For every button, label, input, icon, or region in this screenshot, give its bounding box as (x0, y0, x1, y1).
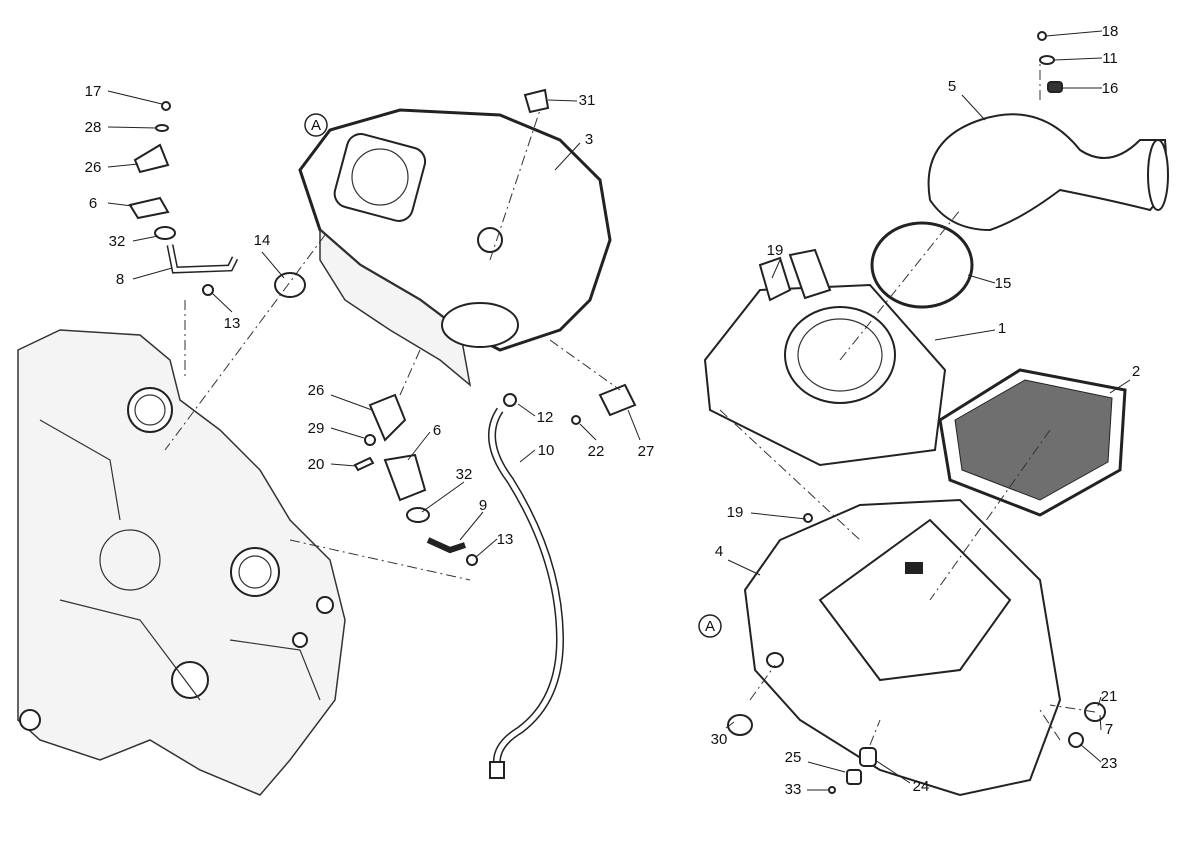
callout: 4 (715, 543, 723, 560)
intake-duct (870, 31, 1169, 309)
callout: 24 (913, 778, 930, 795)
callout: 19 (767, 242, 784, 259)
callout: 1 (998, 320, 1006, 337)
callout: 7 (1105, 721, 1113, 738)
callout: 6 (433, 422, 441, 439)
callout: 13 (224, 315, 241, 332)
callout: 14 (254, 232, 271, 249)
engine-block (17, 329, 346, 796)
reference-mark-a-top: A (304, 113, 328, 137)
callout: 28 (85, 119, 102, 136)
sensor-assembly-left (128, 101, 306, 298)
sensor-assembly-center (353, 88, 637, 779)
callout: 2 (1132, 363, 1140, 380)
callout: 18 (1102, 23, 1119, 40)
callout: 32 (456, 466, 473, 483)
assembly-lines (164, 60, 1096, 746)
airbox-base (727, 498, 1106, 797)
callout: 8 (116, 271, 124, 288)
callout: 27 (638, 443, 655, 460)
callout: 22 (588, 443, 605, 460)
callout: 9 (479, 497, 487, 514)
airbox-top (703, 248, 947, 467)
callout: 10 (538, 442, 555, 459)
callout: 31 (579, 92, 596, 109)
callout: 26 (85, 159, 102, 176)
callout: 33 (785, 781, 802, 798)
callout: 23 (1101, 755, 1118, 772)
callout: 16 (1102, 80, 1119, 97)
callout: 20 (308, 456, 325, 473)
callout: 6 (89, 195, 97, 212)
callout: 19 (727, 504, 744, 521)
callout: 26 (308, 382, 325, 399)
callout: 29 (308, 420, 325, 437)
callout: 21 (1101, 688, 1118, 705)
callout: 5 (948, 78, 956, 95)
callout-labels: 17 28 26 6 32 8 14 13 31 3 26 29 20 6 32… (85, 23, 1141, 798)
callout: 15 (995, 275, 1012, 292)
reference-mark-label: A (311, 117, 321, 134)
callout: 3 (585, 131, 593, 148)
callout: 30 (711, 731, 728, 748)
callout: 12 (537, 409, 554, 426)
callout: 13 (497, 531, 514, 548)
reference-mark-label: A (705, 618, 715, 635)
callout: 11 (1102, 50, 1118, 67)
callout: 17 (85, 83, 102, 100)
callout: 32 (109, 233, 126, 250)
airbox-cover (298, 108, 612, 387)
air-filter (938, 368, 1127, 517)
leader-lines (107, 30, 1131, 791)
reference-mark-a-bottom: A (698, 614, 722, 638)
callout: 25 (785, 749, 802, 766)
